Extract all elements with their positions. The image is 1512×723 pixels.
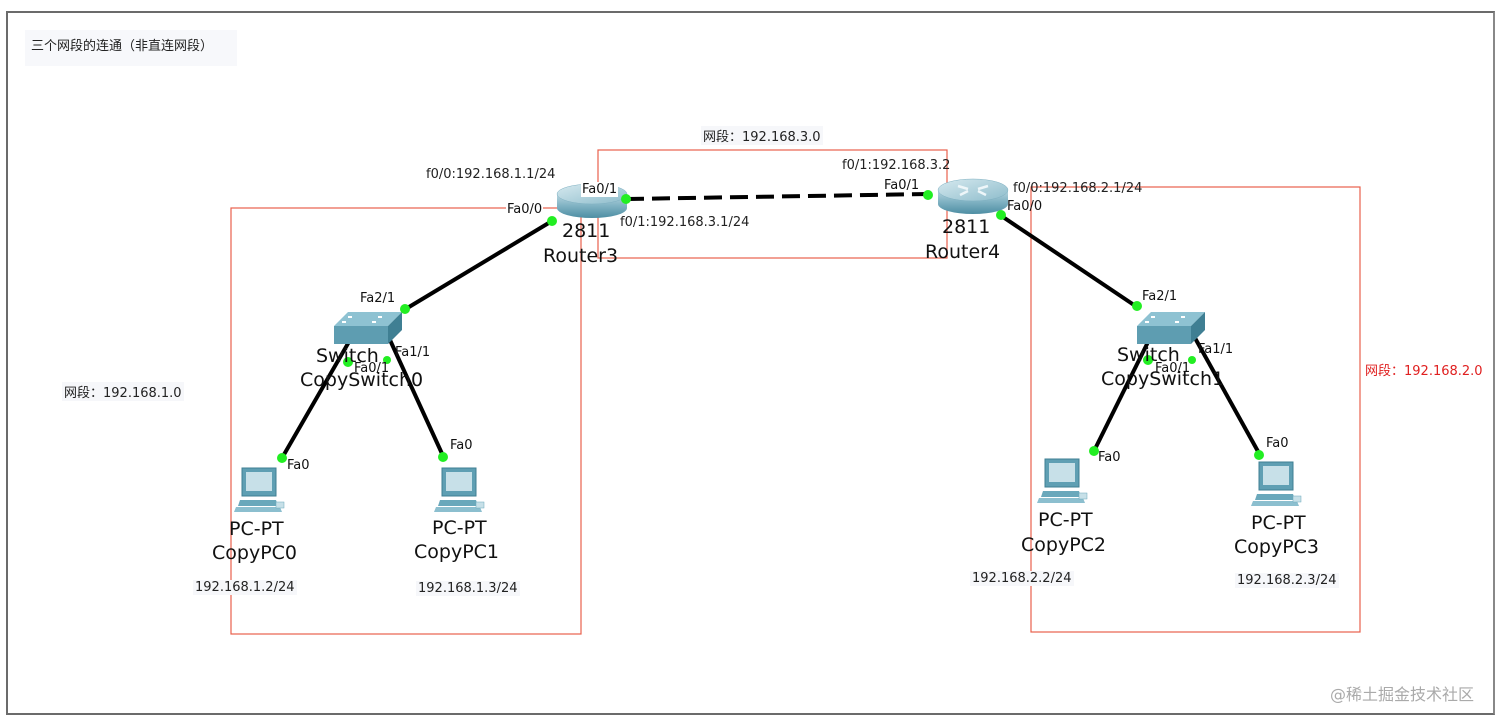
pc3-name[interactable]: CopyPC3 (1234, 536, 1320, 558)
pc1-model: PC-PT (432, 517, 487, 539)
pc1-name[interactable]: CopyPC1 (414, 541, 500, 563)
segment-box-192-168-1-0 (230, 207, 582, 635)
port-dot (1143, 355, 1153, 365)
pc2-name[interactable]: CopyPC2 (1021, 534, 1107, 556)
segment-label-192-168-1-0: 网段：192.168.1.0 (62, 382, 184, 401)
pc2-port: Fa0 (1098, 450, 1121, 465)
link-router4-switch1 (998, 213, 1139, 309)
port-dot (1254, 450, 1264, 460)
port-dot (343, 357, 353, 367)
segment-label-192-168-3-0: 网段：192.168.3.0 (701, 126, 823, 145)
router4-model: 2811 (942, 216, 991, 238)
router4-f01-ip-label: f0/1:192.168.3.2 (842, 158, 951, 173)
switch1-icon[interactable] (1137, 312, 1205, 344)
segment-box-192-168-2-0 (1030, 186, 1361, 633)
pc0-name[interactable]: CopyPC0 (212, 542, 298, 564)
pc1-port: Fa0 (450, 438, 473, 453)
pc3-ip: 192.168.2.3/24 (1235, 573, 1339, 588)
pc2-ip: 192.168.2.2/24 (970, 571, 1074, 586)
segment-label-192-168-2-0: 网段：192.168.2.0 (1365, 364, 1483, 379)
port-dot (400, 304, 410, 314)
pc1-ip: 192.168.1.3/24 (416, 581, 520, 596)
router4-f00-ip-label: f0/0:192.168.2.1/24 (1013, 181, 1143, 196)
port-dot (1089, 446, 1099, 456)
switch1-port-fa21: Fa2/1 (1142, 289, 1178, 304)
router3-f01-ip-label: f0/1:192.168.3.1/24 (620, 215, 750, 230)
pc3-port: Fa0 (1266, 436, 1289, 451)
port-dot (547, 216, 557, 226)
pc2-model: PC-PT (1038, 509, 1093, 531)
port-dot (1188, 356, 1196, 364)
link-switch1-pc2 (1092, 337, 1152, 452)
link-router3-switch0 (402, 219, 554, 312)
switch0-model: Switch (316, 345, 379, 367)
link-switch0-pc0 (280, 339, 352, 459)
pc0-icon[interactable] (233, 467, 285, 513)
port-dot (923, 190, 933, 200)
switch0-port-fa01: Fa0/1 (354, 361, 390, 376)
router4-port-fa01: Fa0/1 (884, 178, 920, 193)
router4-port-fa00: Fa0/0 (1007, 199, 1043, 214)
switch0-port-fa21: Fa2/1 (360, 291, 396, 306)
router3-port-fa00: Fa0/0 (506, 202, 544, 217)
port-dot (1132, 301, 1142, 311)
router3-name[interactable]: Router3 (543, 245, 619, 267)
switch1-name[interactable]: CopySwitch1 (1101, 368, 1225, 390)
router3-port-fa01: Fa0/1 (581, 182, 619, 197)
port-dot (621, 194, 631, 204)
switch0-port-fa11: Fa1/1 (395, 345, 431, 360)
link-switch0-pc1 (388, 339, 446, 459)
pc3-model: PC-PT (1251, 512, 1306, 534)
pc2-icon[interactable] (1036, 458, 1088, 504)
switch1-port-fa01: Fa0/1 (1155, 361, 1191, 376)
port-dot (996, 210, 1006, 220)
port-dot (277, 453, 287, 463)
switch1-port-fa11: Fa1/1 (1198, 342, 1234, 357)
watermark: @稀土掘金技术社区 (1330, 685, 1475, 704)
switch1-model: Switch (1117, 344, 1180, 366)
switch0-icon[interactable] (334, 312, 402, 344)
router4-name[interactable]: Router4 (925, 241, 1001, 263)
pc1-icon[interactable] (433, 467, 485, 513)
pc0-ip: 192.168.1.2/24 (193, 580, 297, 595)
router3-model: 2811 (562, 220, 611, 242)
pc0-model: PC-PT (229, 518, 284, 540)
pc0-port: Fa0 (287, 458, 310, 473)
link-switch1-pc3 (1193, 337, 1262, 456)
switch0-name[interactable]: CopySwitch0 (300, 369, 424, 391)
title-box (25, 30, 237, 66)
diagram-title: 三个网段的连通（非直连网段） (31, 39, 214, 54)
link-router3-router4 (625, 192, 931, 201)
router4-icon[interactable] (937, 178, 1009, 214)
port-dot (438, 452, 448, 462)
router3-f00-ip-label: f0/0:192.168.1.1/24 (426, 167, 556, 182)
port-dot (383, 356, 391, 364)
pc3-icon[interactable] (1250, 461, 1302, 507)
